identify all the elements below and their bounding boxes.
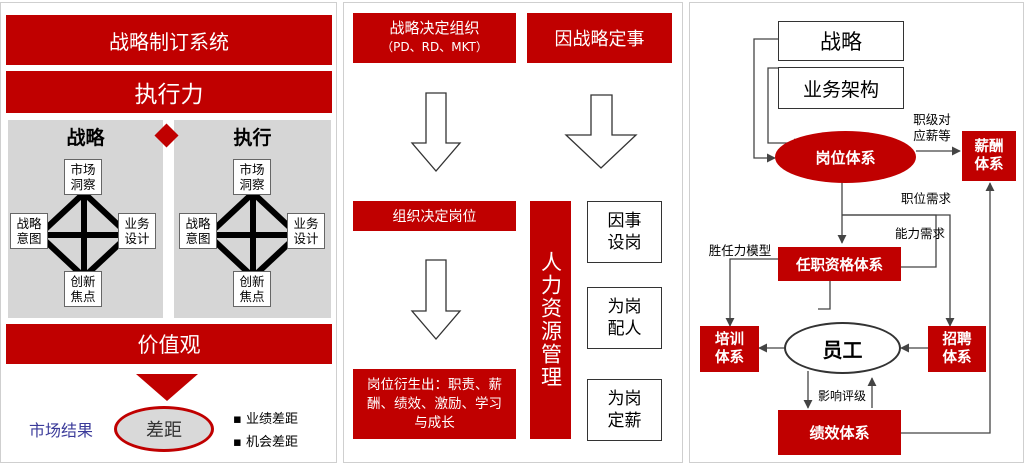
- strategic-intent-node: 战略 意图: [179, 213, 217, 249]
- strategic-intent-node: 战略 意图: [10, 213, 48, 249]
- hr-management-panel: 战略决定组织 （PD、RD、MKT） 因战略定事 组织决定岗位 岗位衍生出：职责…: [343, 2, 683, 463]
- org-position-box: 组织决定岗位: [353, 201, 516, 231]
- hr-system-panel: 战略 业务架构 岗位体系 职级对 应薪等 薪酬 体系 职位需求 能力需求 胜任力…: [689, 2, 1024, 463]
- gap-ellipse: 差距: [114, 406, 214, 452]
- position-derivative-box: 岗位衍生出：职责、薪酬、绩效、激励、学习与成长: [353, 369, 516, 439]
- down-triangle: [136, 374, 198, 401]
- compensation-system-box: 薪酬 体系: [962, 131, 1016, 181]
- innovation-focus-node: 创新 焦点: [64, 271, 102, 307]
- market-result-label: 市场结果: [28, 421, 93, 440]
- execute-label: 执行: [233, 126, 272, 149]
- performance-system-box: 绩效体系: [778, 410, 901, 455]
- panel1-title: 战略制订系统: [6, 15, 332, 65]
- recruit-system-box: 招聘 体系: [928, 326, 986, 372]
- ability-demand-label: 能力需求: [894, 225, 945, 241]
- strategy-org-box: 战略决定组织 （PD、RD、MKT）: [353, 13, 516, 63]
- business-arch-box: 业务架构: [778, 67, 904, 109]
- strategy-box: 战略: [778, 21, 904, 61]
- market-insight-node: 市场 洞察: [64, 159, 102, 195]
- staff-position-box: 为岗 配人: [587, 287, 662, 349]
- strategy-system-panel: 战略制订系统 执行力 战略 执行 市场 洞察 战略 意图 业务 设计 创新 焦点…: [0, 2, 337, 463]
- innovation-focus-node: 创新 焦点: [233, 271, 271, 307]
- values-banner: 价值观: [6, 324, 332, 364]
- set-position-box: 因事 设岗: [587, 201, 662, 263]
- bullet-item: ▪ 业绩差距: [233, 412, 298, 427]
- hr-management-vertical: 人力资源管理: [530, 201, 571, 439]
- strategy-label: 战略: [66, 126, 105, 149]
- strategy-task-box: 因战略定事: [527, 13, 672, 63]
- competency-model-label: 胜任力模型: [708, 242, 772, 258]
- bullet-item: ▪ 机会差距: [233, 435, 298, 450]
- hollow-arrows: [410, 92, 638, 340]
- gap-bullets: ▪ 业绩差距 ▪ 机会差距: [233, 408, 333, 458]
- employee-ellipse: 员工: [784, 322, 901, 374]
- business-design-node: 业务 设计: [287, 213, 325, 249]
- salary-position-box: 为岗 定薪: [587, 379, 662, 441]
- position-demand-label: 职位需求: [900, 190, 951, 206]
- influence-eval-label: 影响评级: [817, 388, 866, 403]
- execution-banner: 执行力: [6, 71, 332, 113]
- market-insight-node: 市场 洞察: [233, 159, 271, 195]
- qualification-system-box: 任职资格体系: [778, 247, 901, 281]
- training-system-box: 培训 体系: [700, 326, 759, 372]
- business-design-node: 业务 设计: [118, 213, 156, 249]
- position-system-ellipse: 岗位体系: [775, 131, 916, 183]
- rank-salary-label: 职级对 应薪等: [913, 112, 951, 143]
